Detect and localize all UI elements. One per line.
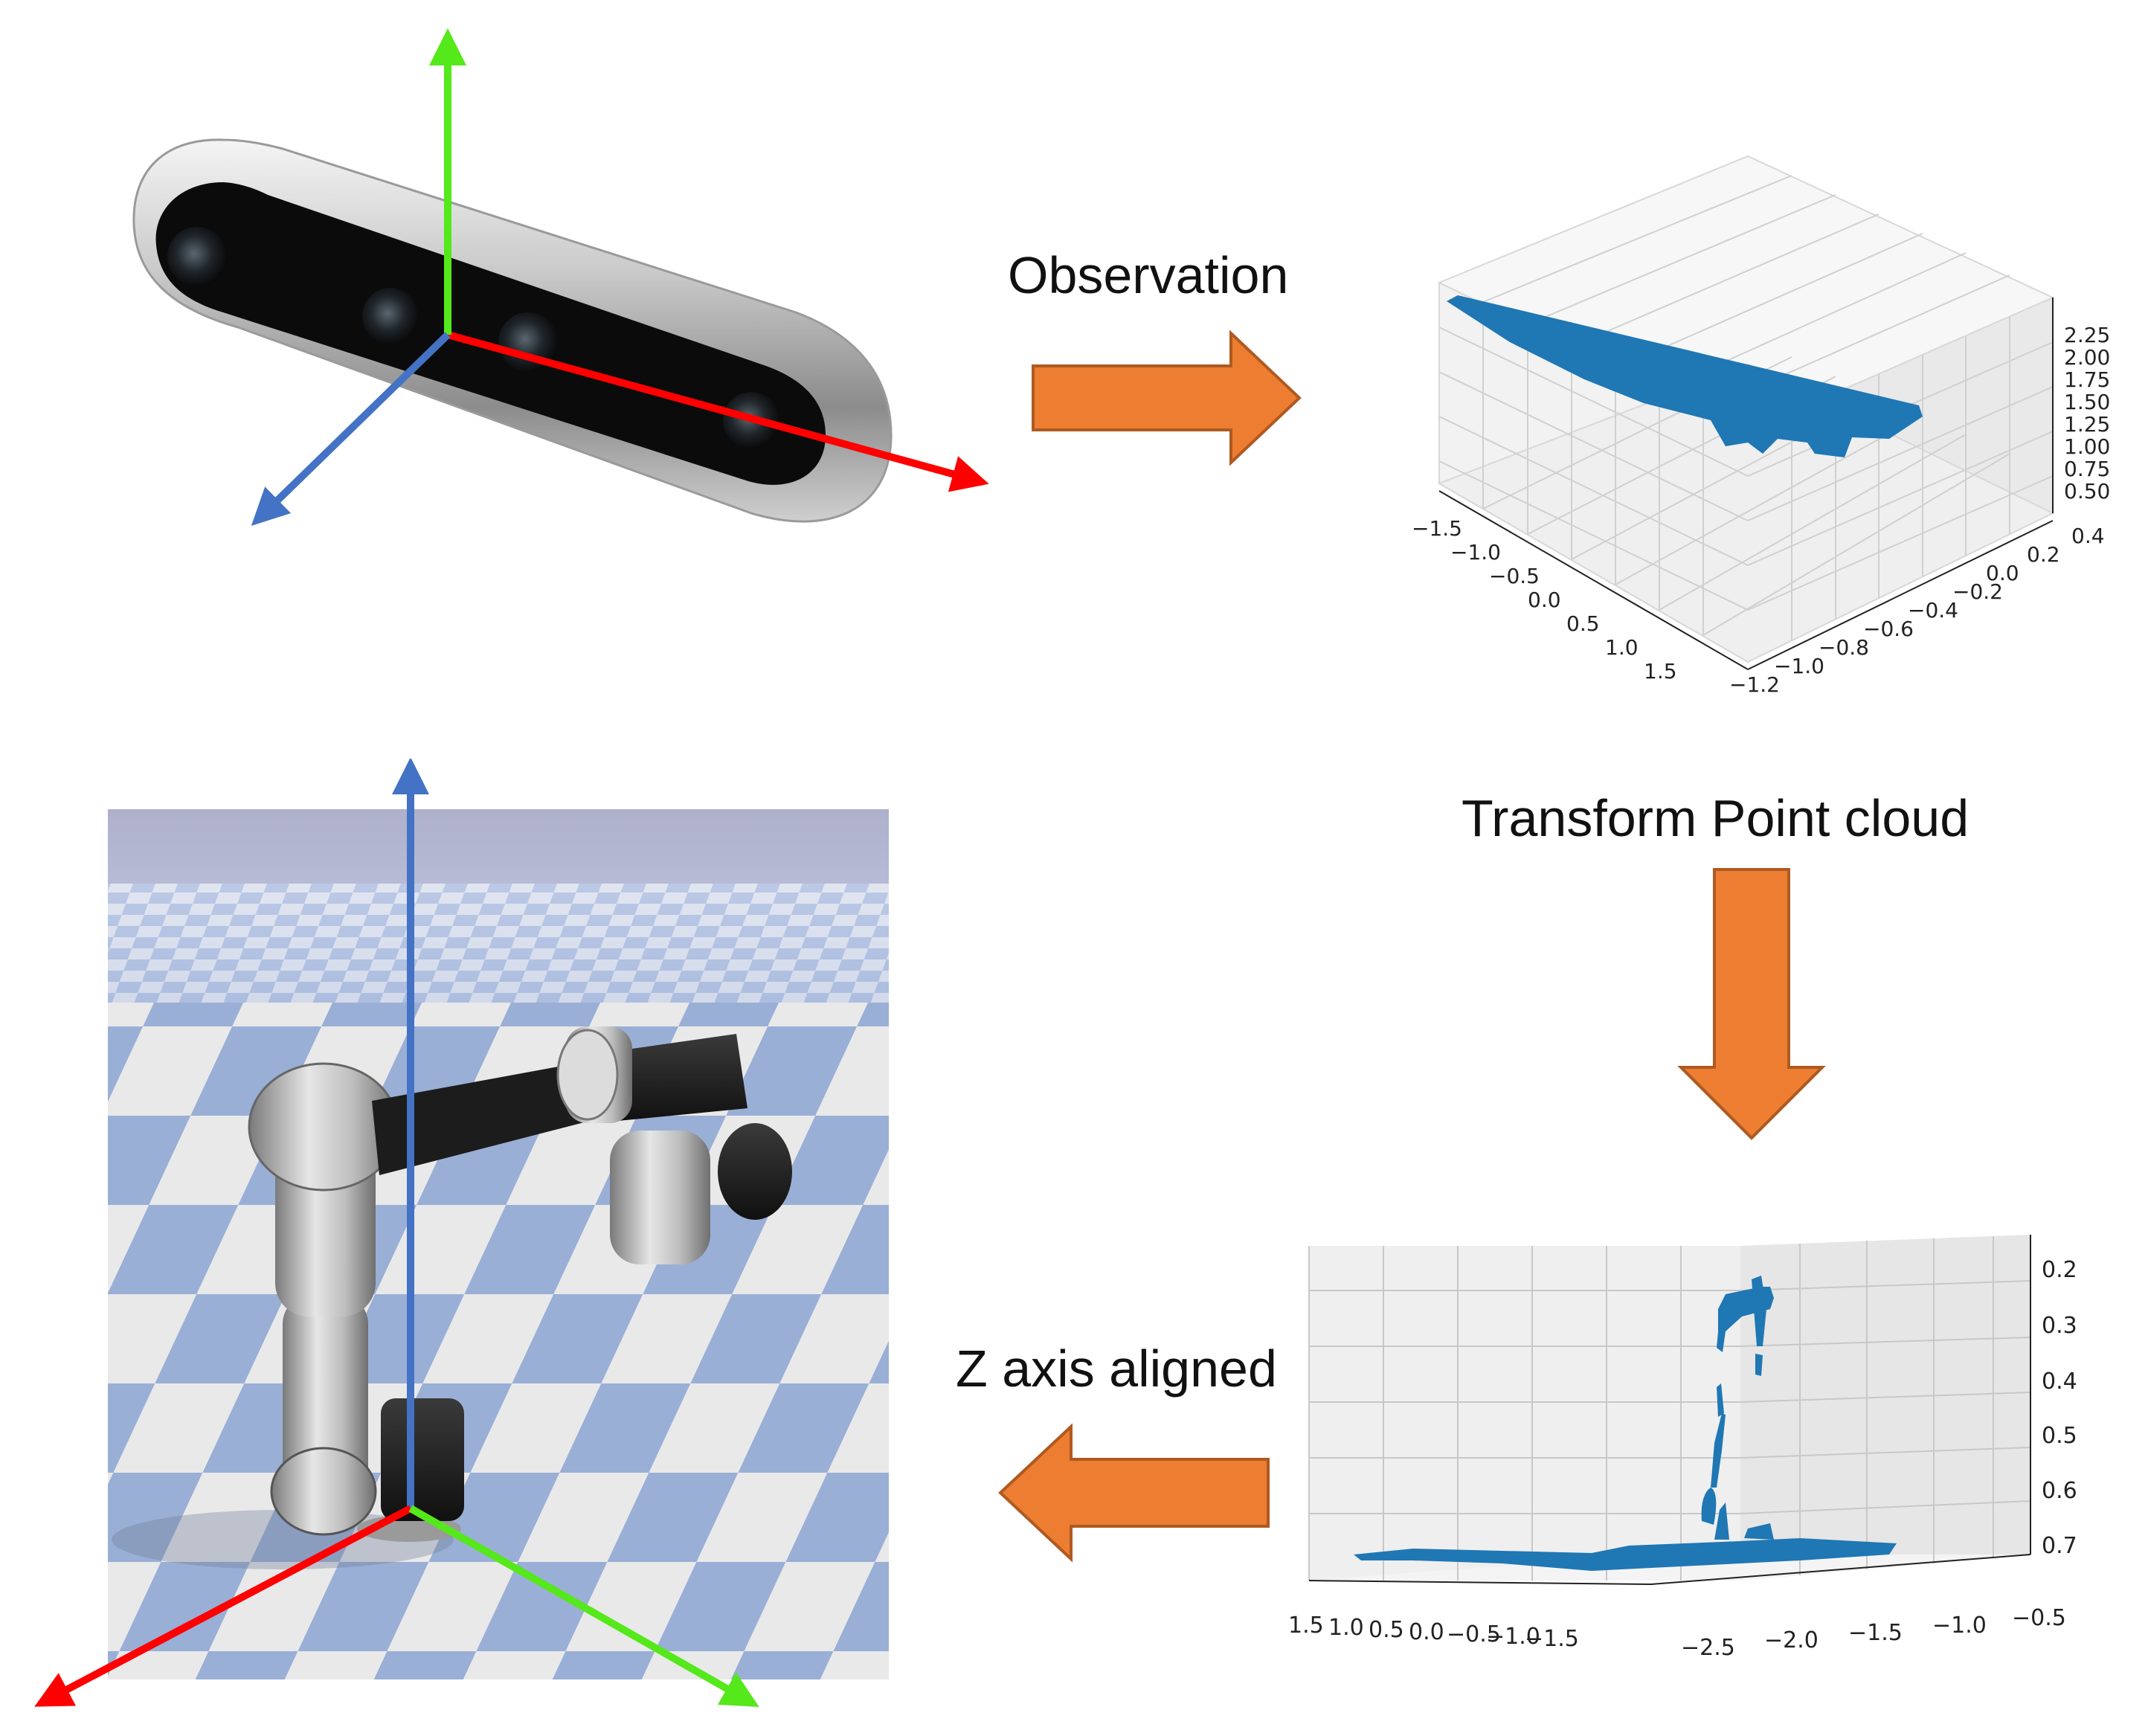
plot2-y-tick: −1.5 — [1848, 1620, 1903, 1646]
plot1-y-tick: 0.0 — [1986, 561, 2019, 585]
plot2-point-cloud — [1354, 1276, 1897, 1571]
plot2-y-tick: −2.0 — [1764, 1627, 1819, 1653]
robot-simulation-scene — [34, 759, 889, 1707]
robot-axis-y — [408, 1505, 759, 1707]
plot1-z-tick: 1.25 — [2064, 412, 2110, 437]
plot1-z-tick: 1.00 — [2064, 434, 2110, 459]
plot1-x-ticks: −1.5 −1.0 −0.5 0.0 0.5 1.0 1.5 — [1412, 516, 1677, 684]
plot1-z-tick: 1.50 — [2064, 390, 2110, 414]
plot2-z-tick: 0.6 — [2042, 1478, 2077, 1504]
plot1-x-tick: −1.5 — [1412, 516, 1462, 541]
plot2-z-tick: 0.5 — [2042, 1423, 2077, 1449]
plot2-x-tick: 0.0 — [1409, 1619, 1444, 1645]
plot1-z-tick: 0.75 — [2064, 457, 2110, 481]
plot1-point-cloud — [1447, 295, 1923, 457]
plot2-z-tick: 0.7 — [2042, 1533, 2077, 1559]
plot1-x-tick: 1.5 — [1644, 659, 1677, 684]
plot2-y-tick: −0.5 — [2012, 1605, 2066, 1631]
plot2-x-tick: −0.5 — [1447, 1621, 1501, 1647]
plot1-y-tick: −0.4 — [1908, 598, 1958, 623]
plot2-y-tick: −2.5 — [1681, 1635, 1735, 1661]
plot1-y-tick: −0.8 — [1819, 635, 1869, 660]
plot1-x-tick: −0.5 — [1489, 564, 1540, 588]
plot1-z-tick: 2.25 — [2064, 323, 2110, 347]
camera-lens-1 — [167, 227, 227, 286]
point-cloud-plot-raw: 2.25 2.00 1.75 1.50 1.25 1.00 0.75 0.50 … — [1412, 155, 2110, 697]
transform-label: Transform Point cloud — [1462, 789, 1969, 847]
plot1-y-tick: −1.0 — [1774, 654, 1824, 678]
observation-arrow — [1032, 329, 1302, 466]
observation-label: Observation — [1008, 246, 1289, 304]
plot1-y-tick: −0.6 — [1863, 617, 1914, 641]
plot1-z-tick: 1.75 — [2064, 367, 2110, 392]
robot-arm — [248, 1026, 792, 1542]
robot-axis-x — [34, 1505, 413, 1707]
scene-background — [108, 809, 889, 1679]
plot1-x-tick: 0.0 — [1528, 588, 1561, 612]
transform-arrow — [1677, 868, 1826, 1140]
plot1-y-tick: −1.2 — [1729, 672, 1780, 697]
plot2-y-tick: −1.0 — [1932, 1613, 1987, 1639]
plot2-z-tick: 0.3 — [2042, 1313, 2077, 1339]
depth-camera-illustration — [132, 28, 989, 526]
plot1-x-tick: −1.0 — [1450, 540, 1501, 565]
plot1-y-tick: −0.2 — [1952, 579, 2003, 604]
plot2-z-ticks: 0.2 0.3 0.4 0.5 0.6 0.7 — [2042, 1257, 2077, 1559]
plot1-y-ticks: −1.2 −1.0 −0.8 −0.6 −0.4 −0.2 0.0 0.2 0.… — [1729, 524, 2105, 697]
plot1-z-ticks: 2.25 2.00 1.75 1.50 1.25 1.00 0.75 0.50 — [2064, 323, 2110, 504]
plot1-z-tick: 0.50 — [2064, 479, 2110, 504]
plot2-z-tick: 0.2 — [2042, 1257, 2077, 1283]
plot1-y-tick: 0.2 — [2027, 542, 2060, 567]
camera-lens-2 — [362, 288, 419, 344]
plot2-z-tick: 0.4 — [2042, 1369, 2077, 1395]
point-cloud-plot-transformed: 0.2 0.3 0.4 0.5 0.6 0.7 1.5 1.0 0.5 0.0 … — [1288, 1235, 2077, 1661]
camera-axis-x — [446, 331, 989, 492]
plot2-x-tick: 1.5 — [1288, 1613, 1324, 1639]
plot2-x-ticks: 1.5 1.0 0.5 0.0 −0.5 −1.0 −1.5 — [1288, 1613, 1579, 1652]
plot2-x-tick: −1.5 — [1525, 1626, 1579, 1652]
plot2-x-tick: 1.0 — [1328, 1615, 1364, 1641]
plot1-x-tick: 0.5 — [1566, 611, 1600, 636]
plot2-grid — [1308, 1236, 2031, 1581]
plot2-x-tick: 0.5 — [1369, 1617, 1404, 1643]
z-aligned-label: Z axis aligned — [956, 1340, 1277, 1398]
plot2-x-tick: −1.0 — [1486, 1624, 1540, 1650]
camera-lens-3 — [498, 312, 558, 372]
plot1-y-tick: 0.4 — [2071, 524, 2105, 548]
camera-axis-z — [251, 332, 451, 526]
plot1-z-tick: 2.00 — [2064, 345, 2110, 370]
plot2-y-ticks: −2.5 −2.0 −1.5 −1.0 −0.5 — [1681, 1605, 2066, 1661]
plot1-x-tick: 1.0 — [1605, 635, 1639, 660]
plot2-panes — [1309, 1235, 2030, 1581]
z-aligned-arrow — [998, 1423, 1270, 1563]
